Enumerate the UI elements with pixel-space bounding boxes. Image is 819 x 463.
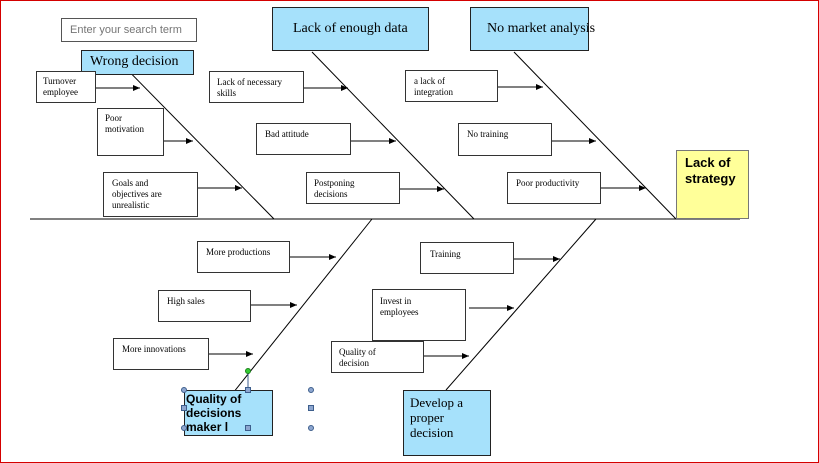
cause-quality-of-decision[interactable]: Quality of decision — [331, 341, 424, 373]
cause-more-productions[interactable]: More productions — [197, 241, 290, 273]
category-lack-of-data[interactable]: Lack of enough data — [272, 7, 429, 51]
cause-goals[interactable]: Goals and objectives are unrealistic — [103, 172, 198, 217]
cause-attitude[interactable]: Bad attitude — [256, 123, 351, 155]
selection-handle[interactable] — [308, 387, 314, 393]
category-develop-decision[interactable]: Develop a proper decision — [403, 390, 491, 456]
rotation-handle[interactable] — [245, 368, 251, 374]
bone-wrong-decision — [109, 51, 275, 220]
bone-lack-of-data — [311, 51, 475, 220]
cause-skills[interactable]: Lack of necessary skills — [209, 71, 304, 103]
selection-handle[interactable] — [308, 405, 314, 411]
category-no-market-analysis[interactable]: No market analysis — [470, 7, 595, 51]
selection-handle[interactable] — [245, 425, 251, 431]
bone-no-market-analysis — [513, 51, 677, 220]
selection-handle[interactable] — [245, 387, 251, 393]
cause-postponing[interactable]: Postponing decisions — [306, 172, 400, 204]
selection-handle[interactable] — [181, 405, 187, 411]
selection-handle[interactable] — [181, 425, 187, 431]
cause-integration[interactable]: a lack of integration — [405, 70, 498, 102]
effect-box[interactable]: Lack of strategy — [676, 150, 749, 219]
cause-invest[interactable]: Invest in employees — [372, 289, 466, 341]
cause-high-sales[interactable]: High sales — [158, 290, 251, 322]
selection-handle[interactable] — [181, 387, 187, 393]
cause-productivity[interactable]: Poor productivity — [507, 172, 601, 204]
cause-turnover[interactable]: Turnover employee — [36, 71, 96, 103]
cause-more-innovations[interactable]: More innovations — [113, 338, 209, 370]
cause-training[interactable]: Training — [420, 242, 514, 274]
cause-no-training[interactable]: No training — [458, 123, 552, 156]
bone-develop-decision — [445, 218, 597, 391]
category-wrong-decision[interactable]: Wrong decision — [81, 50, 194, 75]
search-input[interactable] — [61, 18, 197, 42]
bone-quality-decisions — [228, 218, 373, 399]
category-quality-decisions[interactable]: Quality of decisions maker l — [184, 390, 273, 436]
selection-handle[interactable] — [308, 425, 314, 431]
cause-poor-motivation[interactable]: Poor motivation — [97, 108, 164, 156]
